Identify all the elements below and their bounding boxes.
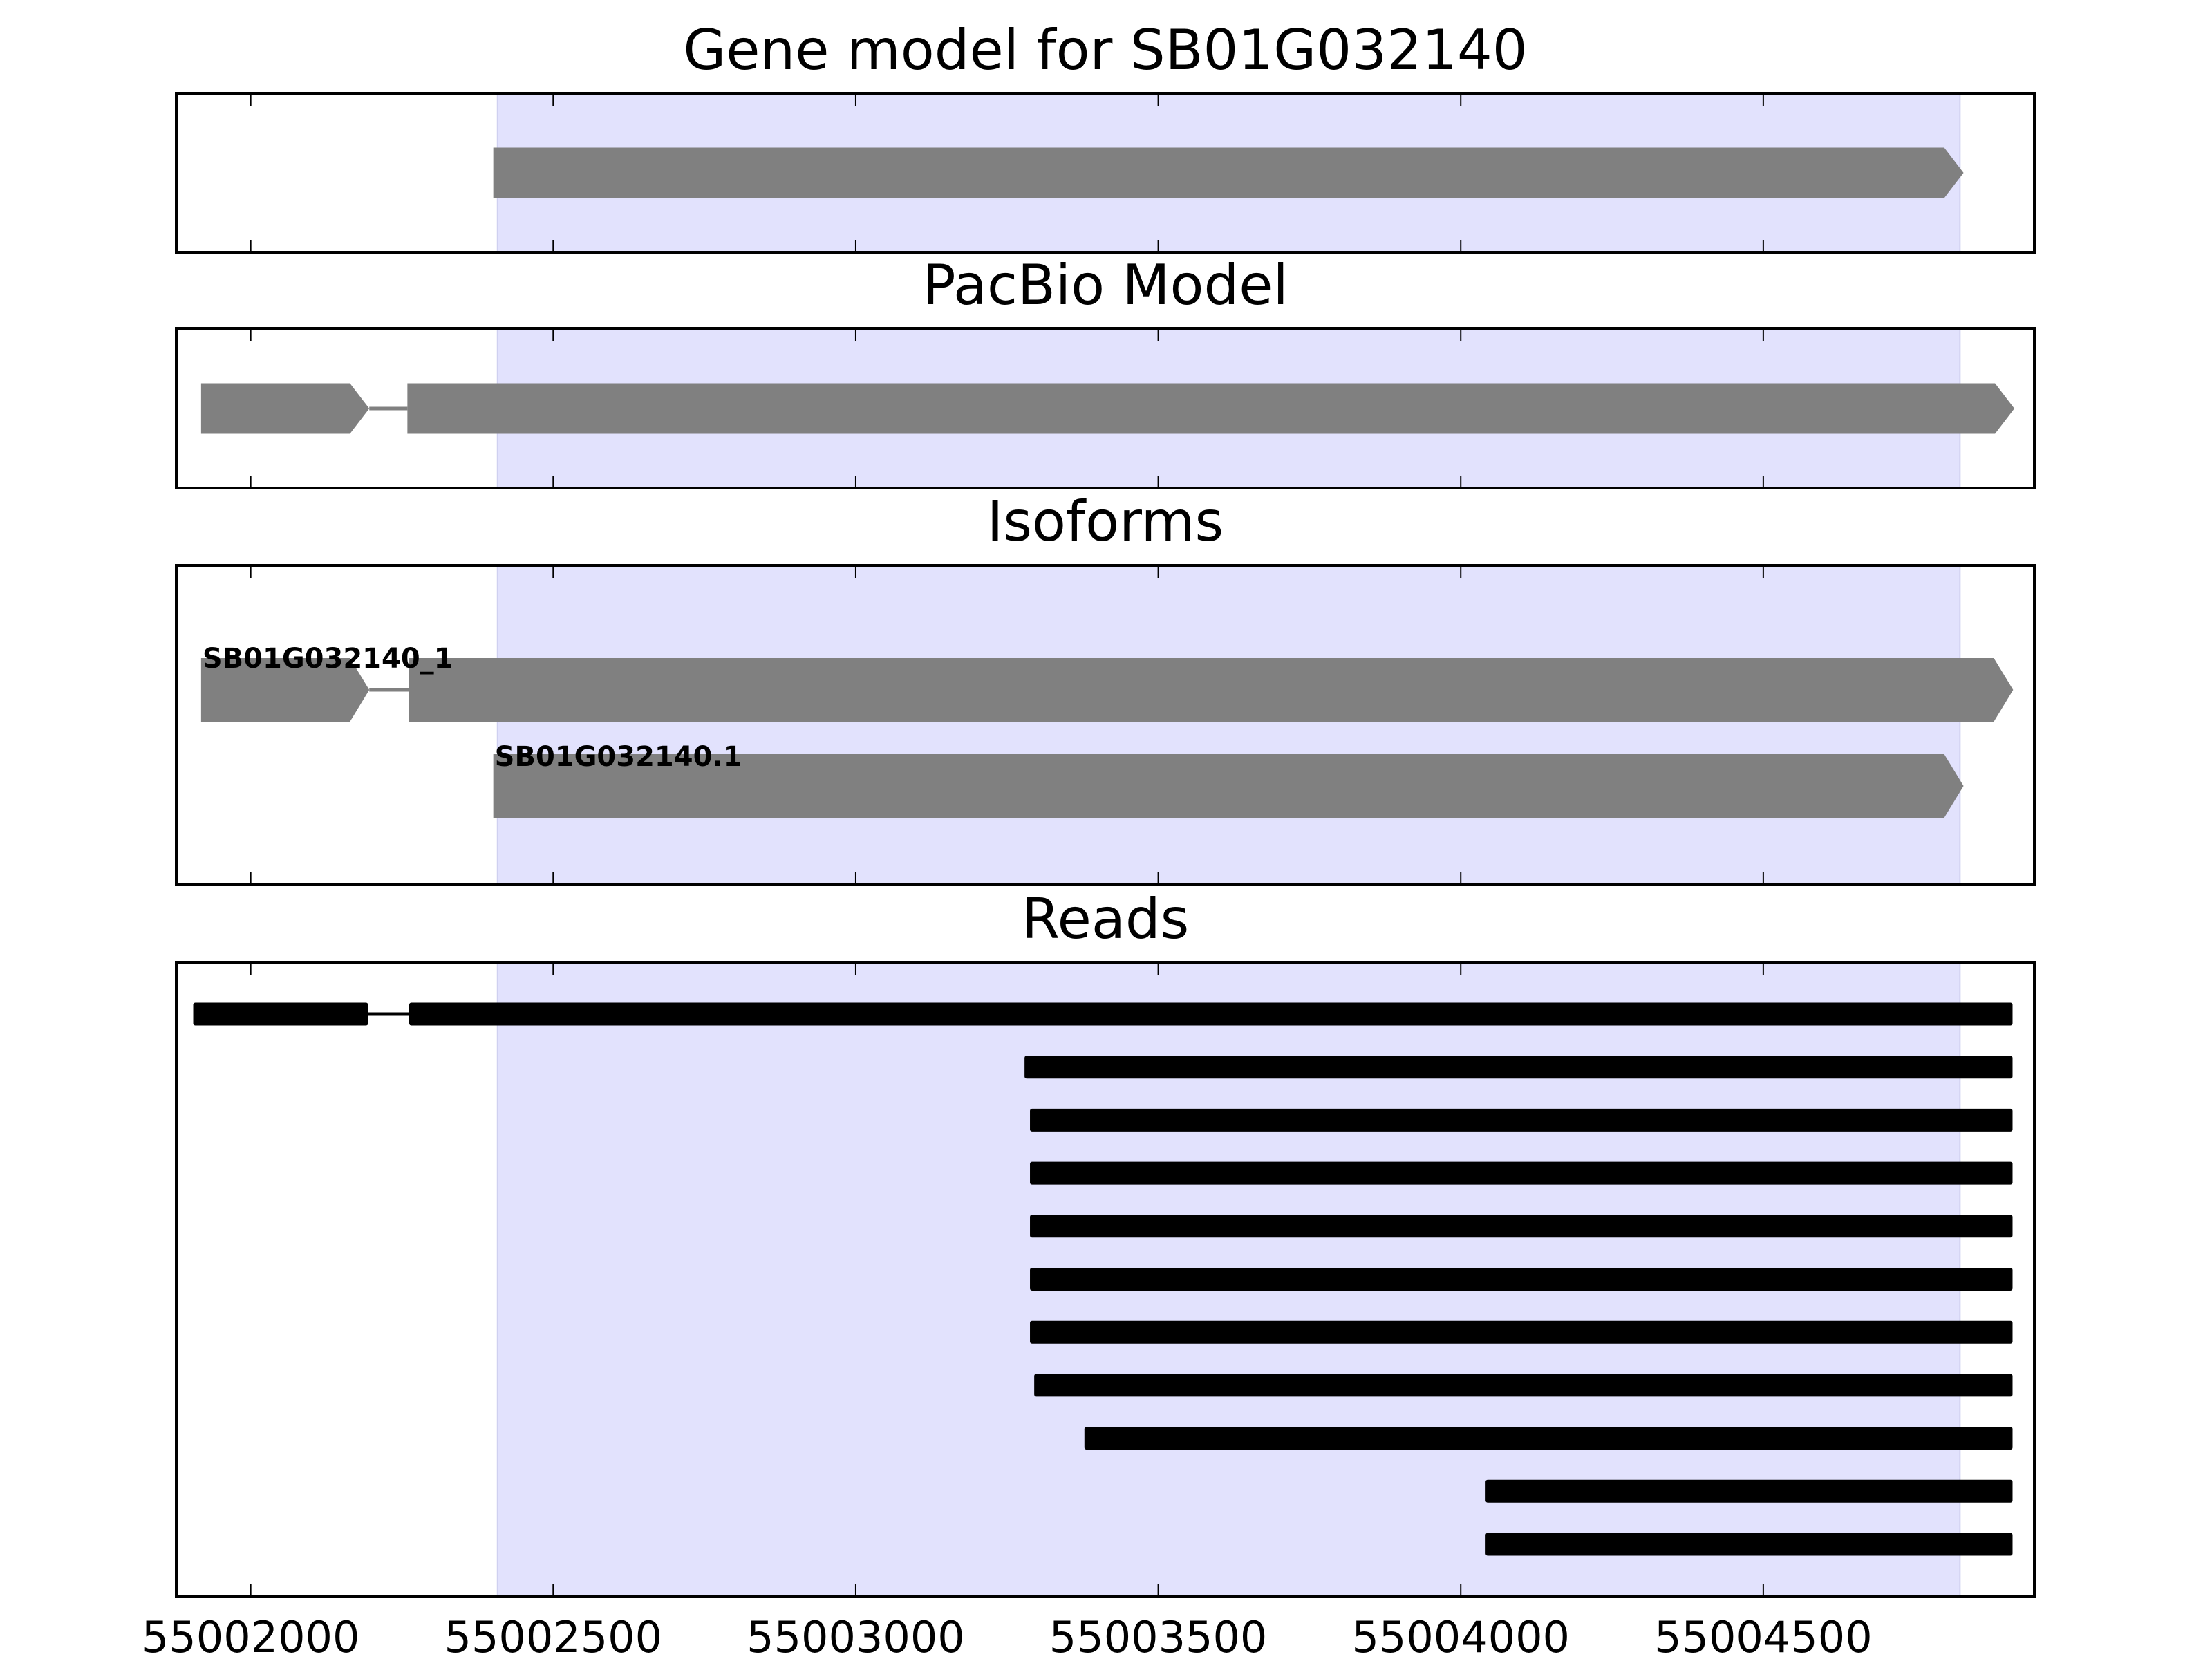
read-segment (409, 1002, 2013, 1026)
feature: SB01G032140.1 (493, 741, 1964, 818)
read-segment (1030, 1108, 2013, 1132)
read-segment (1030, 1161, 2013, 1185)
axes-frame (175, 327, 2036, 489)
read-segment (1084, 1427, 2013, 1450)
feature: SB01G032140_1 (200, 643, 2014, 722)
exon-arrow (200, 658, 370, 722)
read-segment (1030, 1215, 2013, 1238)
panel-title: Gene model for SB01G032140 (683, 18, 1527, 82)
read-segment (1024, 1056, 2013, 1079)
exon-arrow (493, 754, 1964, 818)
read (1030, 1108, 2013, 1132)
panel-title: Isoforms (987, 489, 1224, 554)
read (1030, 1320, 2013, 1344)
x-tick-label: 55002000 (142, 1612, 360, 1659)
read (1034, 1374, 2013, 1397)
isoform-label: SB01G032140.1 (495, 741, 742, 773)
axes-frame (175, 961, 2036, 1598)
panel-title: PacBio Model (922, 253, 1288, 317)
feature (200, 383, 2015, 434)
exon-arrow (407, 383, 2015, 434)
x-tick-label: 55004500 (1654, 1612, 1873, 1659)
exon-arrow (409, 658, 2014, 722)
read (193, 1002, 2013, 1026)
x-tick-label: 55003000 (747, 1612, 965, 1659)
read-segment (193, 1002, 368, 1026)
read (1024, 1056, 2013, 1079)
isoform-label: SB01G032140_1 (203, 643, 453, 675)
axes-frame (175, 92, 2036, 254)
read-segment (1485, 1479, 2013, 1503)
exon-arrow (493, 147, 1964, 198)
x-tick-label: 55003500 (1049, 1612, 1268, 1659)
read (1084, 1427, 2013, 1450)
read-segment (1485, 1533, 2013, 1556)
axes-frame (175, 564, 2036, 886)
x-tick-label: 55002500 (444, 1612, 663, 1659)
panel-reads: Reads (175, 887, 2036, 1598)
read (1485, 1479, 2013, 1503)
x-tick-label: 55004000 (1351, 1612, 1570, 1659)
panel-gene-model-for-sb01g032140: Gene model for SB01G032140 (175, 18, 2036, 254)
read (1030, 1268, 2013, 1291)
panel-title: Reads (1022, 887, 1190, 951)
read (1030, 1215, 2013, 1238)
read (1485, 1533, 2013, 1556)
read-segment (1034, 1374, 2013, 1397)
read (1030, 1161, 2013, 1185)
highlight-region (496, 565, 1961, 885)
feature (493, 147, 1964, 198)
panel-pacbio-model: PacBio Model (175, 253, 2036, 489)
read-segment (1030, 1268, 2013, 1291)
read-segment (1030, 1320, 2013, 1344)
exon-arrow (200, 383, 370, 434)
